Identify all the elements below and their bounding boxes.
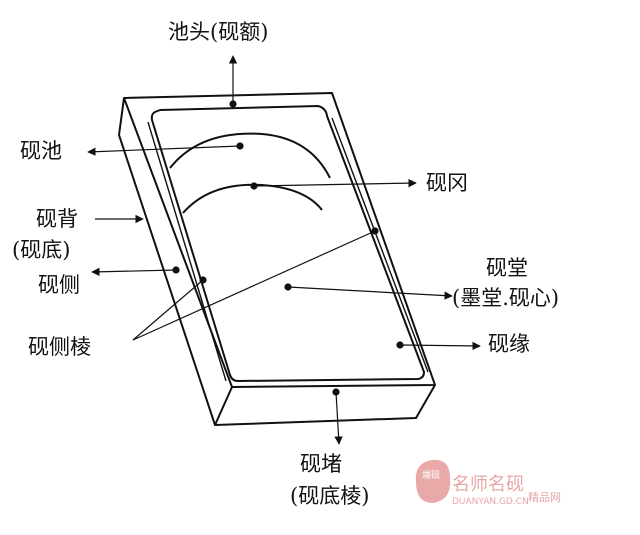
inner-rim-secondary-right [331,117,429,373]
label-yanbei: 砚背 [36,207,78,231]
label-yantang: 砚堂 [486,256,528,280]
label-yandileng: (砚底棱) [290,484,370,508]
pond-arc [169,132,331,179]
dot-yancelen-b [371,227,379,235]
dot-chitou [229,100,237,108]
leader-lines [87,55,481,445]
inkstone-body [118,92,436,426]
leader-yance [91,267,177,277]
label-motang: (墨堂.砚心) [452,286,560,310]
front-face [214,384,436,426]
dot-yangang [250,182,258,190]
leader-yanchi [87,145,241,156]
label-chitou: 池头(砚额) [168,20,269,44]
leader-yancelen-b [132,230,376,341]
leader-yancelen-a [132,279,204,341]
dot-yandu [332,388,340,396]
watermark-url: DUANYAN.GD.CN [452,497,529,507]
label-yandi-paren: (砚底) [12,238,71,262]
ridge-arc [182,183,323,214]
watermark-seal-text: 端砚 [422,471,441,481]
label-yangang: 砚冈 [426,171,468,195]
label-yancelen: 砚侧棱 [28,335,91,359]
inner-rim [150,105,425,382]
label-yance: 砚侧 [38,273,80,297]
leader-yantang [287,286,453,300]
leader-yandu [334,391,343,445]
label-yanyuan: 砚缘 [488,332,530,356]
label-yanchi: 砚池 [20,139,62,163]
dot-yantang [284,283,292,291]
dot-yanyuan [396,341,404,349]
left-side-face [118,97,233,426]
watermark-suffix: 精品网 [528,491,561,504]
dot-yance [172,266,180,274]
leader-yangang [253,178,417,188]
dot-yancelen-a [199,276,207,284]
label-yandu: 砚堵 [300,452,342,476]
inner-rim-secondary [147,121,227,382]
watermark-brand: 名师名砚 [452,474,524,495]
leader-yanyuan [399,341,481,351]
dot-yanchi [236,142,244,150]
watermark-seal [415,459,451,503]
